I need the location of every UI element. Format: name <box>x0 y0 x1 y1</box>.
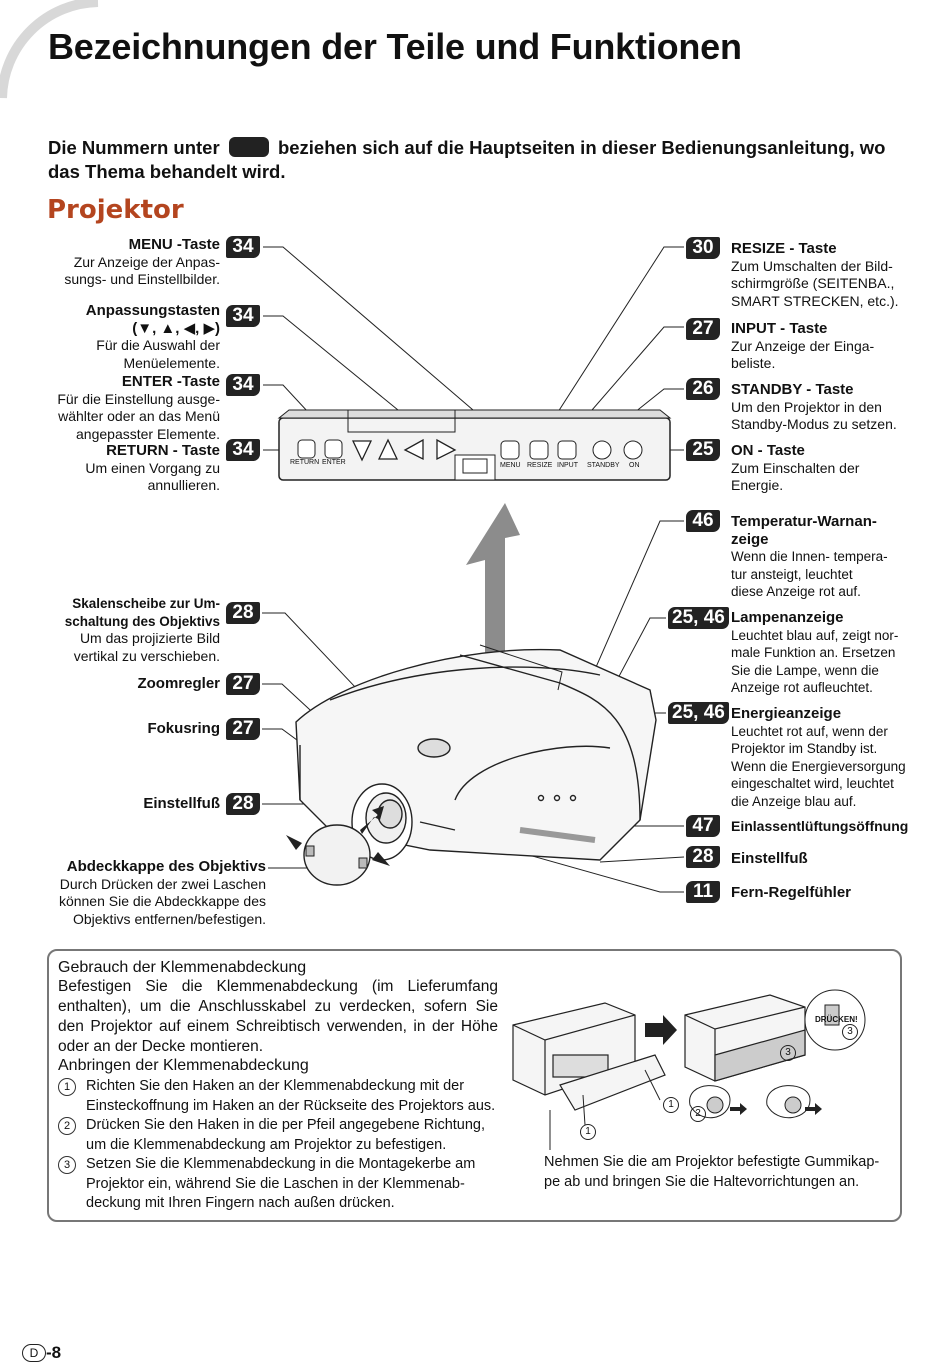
label-on-key: ON - Taste Zum Einschalten der Energie. <box>731 442 860 493</box>
intro-before: Die Nummern unter <box>48 137 220 158</box>
label-menu-key: MENU -Taste Zur Anzeige der Anpas- sungs… <box>64 236 220 287</box>
label-temp-warning: Temperatur-Warnan- zeige Wenn die Innen-… <box>731 513 888 599</box>
panel-label-menu: MENU <box>500 462 521 469</box>
page-number: D-8 <box>22 1343 61 1363</box>
page-badge: 26 <box>686 378 720 400</box>
panel-label-standby: STANDBY <box>587 462 620 469</box>
section-title: Projektor <box>47 195 184 225</box>
page-badge: 28 <box>226 602 260 624</box>
intro-text: Die Nummern unter beziehen sich auf die … <box>48 136 908 184</box>
projector-illustration <box>262 246 685 893</box>
illustration-caption: Nehmen Sie die am Projektor befestigte G… <box>544 1154 880 1190</box>
page-badge: 27 <box>686 318 720 340</box>
label-zoom: Zoomregler <box>137 675 220 692</box>
label-remote-sensor: Fern-Regelfühler <box>731 884 852 901</box>
label-enter-key: ENTER -Taste Für die Einstellung ausge- … <box>57 373 220 442</box>
corner-decoration <box>0 0 99 99</box>
label-adjust-keys: Anpassungstasten (▼, ▲, ◀, ▶) Für die Au… <box>85 302 220 371</box>
label-return-key: RETURN - Taste Um einen Vorgang zu annul… <box>85 442 220 493</box>
panel-label-resize: RESIZE <box>527 462 553 469</box>
panel-label-return: RETURN <box>290 459 320 466</box>
terminal-cover-box <box>47 949 902 1222</box>
page-title: Bezeichnungen der Teile und Funktionen <box>48 26 742 67</box>
page-badge: 11 <box>686 881 720 903</box>
label-intake-vent: Einlassentlüftungsöffnung <box>731 818 909 834</box>
step-item: 3 Setzen Sie die Klemmenabdeckung in die… <box>58 1155 498 1214</box>
label-power-indicator: Energieanzeige Leuchtet rot auf, wenn de… <box>731 705 906 809</box>
label-input-key: INPUT - Taste Zur Anzeige der Einga- bel… <box>731 320 875 371</box>
page-badge: 30 <box>686 237 720 259</box>
attach-steps: 1 Richten Sie den Haken an der Klemmenab… <box>58 1077 498 1214</box>
label-adjust-foot-left: Einstellfuß <box>143 795 220 812</box>
page-badge: 25, 46 <box>668 702 729 724</box>
page-badge: 34 <box>226 236 260 258</box>
step-item: 1 Richten Sie den Haken an der Klemmenab… <box>58 1077 498 1116</box>
page-badge: 28 <box>686 846 720 868</box>
label-focus: Fokusring <box>147 720 220 737</box>
lens-cap <box>303 824 371 886</box>
label-lens-cap: Abdeckkappe des Objektivs Durch Drücken … <box>58 858 266 927</box>
step-item: 2 Drücken Sie den Haken in die per Pfeil… <box>58 1116 498 1155</box>
label-standby-key: STANDBY - Taste Um den Projektor in den … <box>731 381 897 432</box>
box-heading-usage: Gebrauch der Klemmenabdeckung <box>58 959 307 976</box>
box-heading-attach: Anbringen der Klemmenabdeckung <box>58 1057 309 1074</box>
label-resize-key: RESIZE - Taste Zum Umschalten der Bild- … <box>731 240 899 309</box>
page-badge: 34 <box>226 305 260 327</box>
box-paragraph: Befestigen Sie die Klemmenabdeckung (im … <box>58 978 498 1055</box>
intro-after: beziehen sich auf die Hauptseiten in die… <box>48 137 886 182</box>
page-badge: 25 <box>686 439 720 461</box>
page-badge: 28 <box>226 793 260 815</box>
control-panel <box>277 409 672 481</box>
page-badge: 46 <box>686 510 720 532</box>
label-lens-shift-dial: Skalenscheibe zur Um- schaltung des Obje… <box>64 596 220 664</box>
page-badge: 27 <box>226 718 260 740</box>
press-label: DRÜCKEN! <box>815 1015 858 1024</box>
page-badge: 34 <box>226 374 260 396</box>
box-text: Gebrauch der Klemmenabdeckung Befestigen… <box>58 959 498 1075</box>
marker-2: 2 <box>690 1106 706 1122</box>
panel-label-input: INPUT <box>557 462 578 469</box>
page-badge: 25, 46 <box>668 607 729 629</box>
page-badge-example <box>228 137 269 157</box>
marker-3b: 3 <box>842 1024 858 1040</box>
page-badge: 27 <box>226 673 260 695</box>
up-arrow <box>466 503 520 655</box>
panel-label-on: ON <box>629 462 640 469</box>
marker-3: 3 <box>780 1045 796 1061</box>
page-badge: 47 <box>686 815 720 837</box>
label-adjust-foot-right: Einstellfuß <box>731 850 808 867</box>
panel-label-enter: ENTER <box>322 459 346 466</box>
page-badge: 34 <box>226 439 260 461</box>
marker-1: 1 <box>580 1124 596 1140</box>
marker-1b: 1 <box>663 1097 679 1113</box>
projector-body <box>295 644 657 861</box>
arrow-right-icon <box>645 1015 677 1045</box>
terminal-cover-illustration <box>512 989 866 1150</box>
label-lamp-indicator: Lampenanzeige Leuchtet blau auf, zeigt n… <box>731 609 899 695</box>
